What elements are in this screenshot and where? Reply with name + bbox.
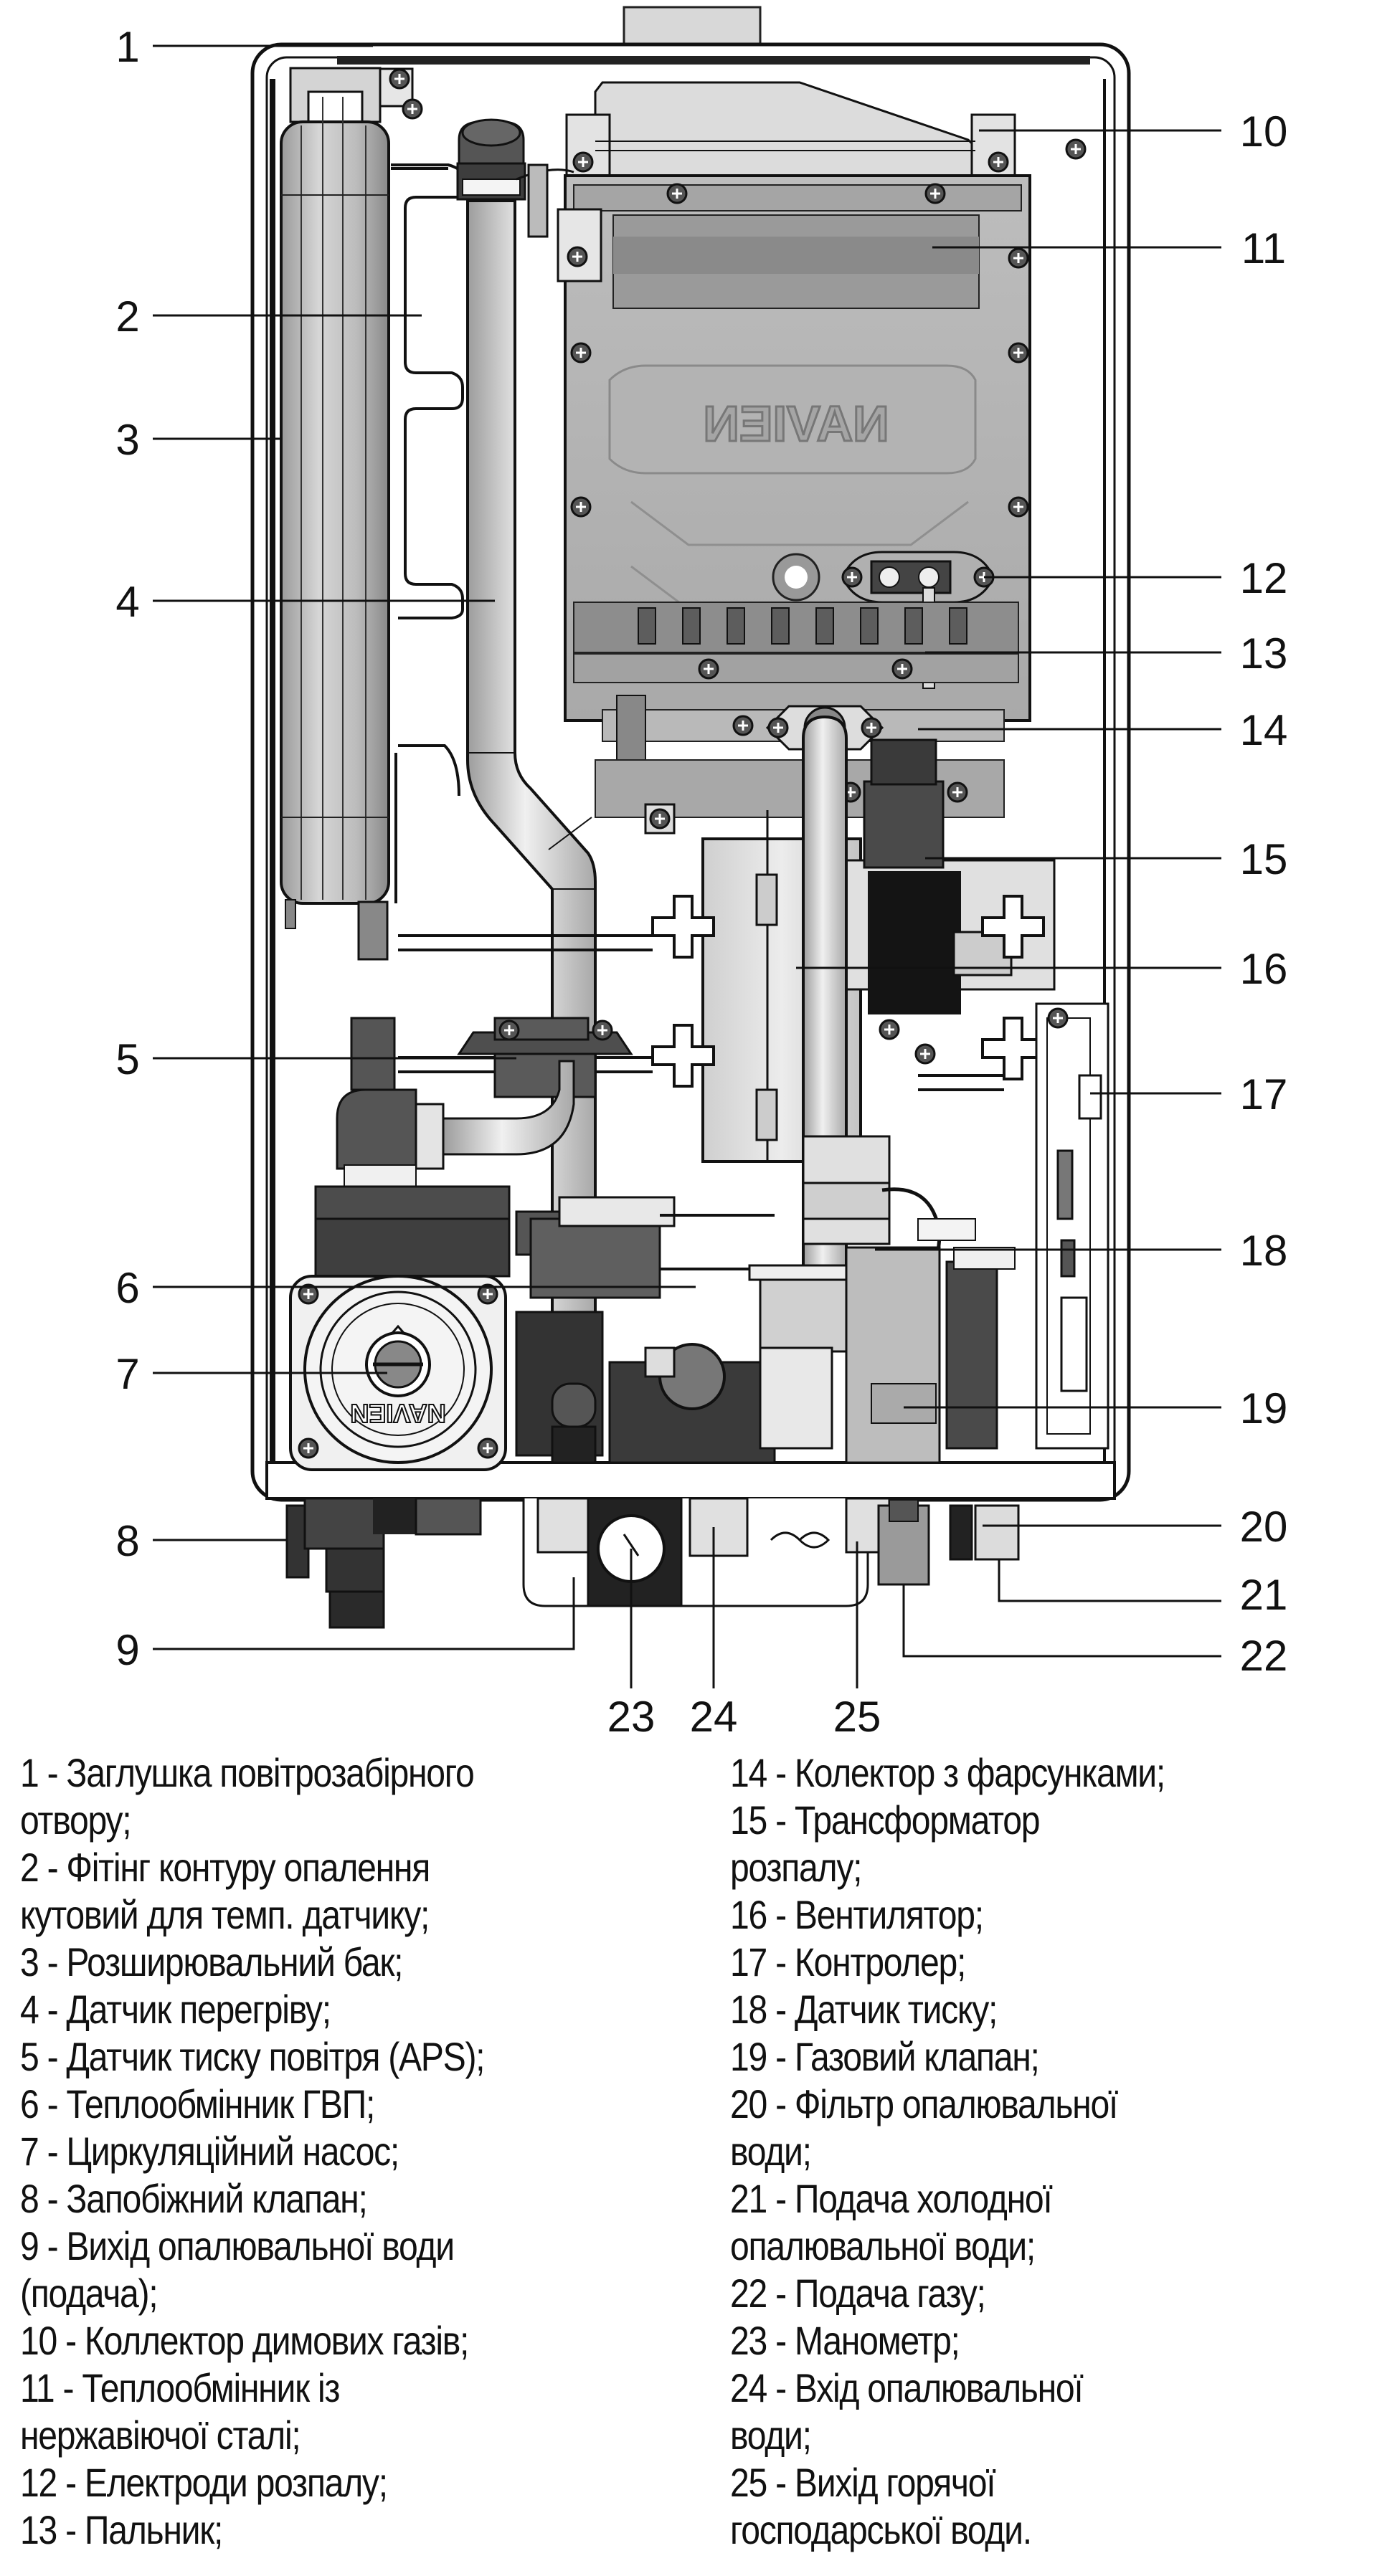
circulation-pump: NAVIEN — [289, 1275, 507, 1471]
callout-22: 22 — [1240, 1632, 1288, 1680]
callout-13: 13 — [1240, 629, 1288, 678]
callout-20: 20 — [1240, 1503, 1288, 1551]
legend-item-3: 3 - Розширювальний бак; — [20, 1939, 403, 1985]
callout-24: 24 — [690, 1693, 738, 1735]
callout-25: 25 — [833, 1693, 881, 1735]
bypass-connection — [336, 1017, 575, 1187]
callout-4: 4 — [115, 578, 139, 626]
legend-item-24: 24 - Вхід опалювальної води; — [730, 2365, 1084, 2458]
navien-logo: NAVIEN — [703, 396, 889, 452]
callout-9: 9 — [115, 1626, 139, 1674]
callout-12: 12 — [1240, 554, 1288, 602]
heat-exchanger: NAVIEN — [557, 174, 1031, 818]
pressure-sensor-assembly — [802, 1135, 976, 1300]
legend-item-5: 5 - Датчик тиску повітря (APS); — [20, 2034, 486, 2079]
legend-item-21: 21 - Подача холодної опалювальної води; — [730, 2176, 1053, 2268]
callout-8: 8 — [115, 1517, 139, 1565]
legend-item-2: 2 - Фітінг контуру опалення кутовий для … — [20, 1845, 430, 1937]
callout-1: 1 — [115, 23, 139, 71]
legend-column-right: 14 - Колектор з фарсунками; 15 - Трансфо… — [730, 1749, 1361, 2554]
controller — [1035, 1002, 1109, 1450]
legend-item-25: 25 - Вихід горячої господарської води. — [730, 2460, 1032, 2552]
air-pressure-switch — [457, 1017, 633, 1098]
legend-item-12: 12 - Електроди розпалу; — [20, 2460, 388, 2505]
callout-14: 14 — [1240, 706, 1288, 754]
legend-item-14: 14 - Колектор з фарсунками; — [730, 1750, 1165, 1795]
legend-item-10: 10 - Коллектор димових газів; — [20, 2318, 469, 2363]
legend-column-left: 1 - Заглушка повітрозабірного отвору; 2 … — [20, 1749, 730, 2554]
callout-15: 15 — [1240, 835, 1288, 883]
heating-tubes — [391, 163, 468, 903]
callout-18: 18 — [1240, 1227, 1288, 1275]
legend-item-18: 18 - Датчик тиску; — [730, 1987, 998, 2032]
callout-23: 23 — [607, 1693, 656, 1735]
callout-21: 21 — [1240, 1571, 1288, 1619]
callout-16: 16 — [1240, 945, 1288, 993]
legend-item-13: 13 - Пальник; — [20, 2507, 223, 2552]
legend-item-8: 8 - Запобіжний клапан; — [20, 2176, 368, 2221]
legend-item-19: 19 - Газовий клапан; — [730, 2034, 1040, 2079]
callout-numbers: 1 2 3 4 5 6 7 8 9 10 11 12 13 14 15 16 1… — [115, 23, 1287, 1735]
boiler-diagram: NAVIEN — [115, 6, 1287, 1735]
legend-item-23: 23 - Манометр; — [730, 2318, 960, 2363]
legend-item-20: 20 - Фільтр опалювальної води; — [730, 2081, 1118, 2174]
legend-item-4: 4 - Датчик перегріву; — [20, 1987, 331, 2032]
callout-5: 5 — [115, 1035, 139, 1083]
callout-19: 19 — [1240, 1384, 1288, 1432]
legend-item-16: 16 - Вентилятор; — [730, 1892, 984, 1937]
callout-7: 7 — [115, 1350, 139, 1398]
legend-item-17: 17 - Контролер; — [730, 1939, 966, 1985]
legend-item-9: 9 - Вихід опалювальної води (подача); — [20, 2223, 455, 2316]
leader-lines — [153, 44, 1221, 1688]
callout-2: 2 — [115, 293, 139, 341]
component-legend: 1 - Заглушка повітрозабірного отвору; 2 … — [20, 1749, 1368, 2554]
hydraulic-group — [515, 1311, 776, 1464]
pump-navien-logo: NAVIEN — [350, 1399, 445, 1428]
flue-gas-collector — [565, 81, 1087, 181]
bottom-connections — [285, 1497, 1020, 1629]
legend-item-1: 1 - Заглушка повітрозабірного отвору; — [20, 1750, 475, 1843]
callout-6: 6 — [115, 1264, 139, 1312]
dhw-heat-exchanger — [314, 1185, 775, 1299]
ignition-transformer — [840, 738, 968, 869]
callout-11: 11 — [1241, 224, 1286, 272]
legend-item-15: 15 - Трансформатор розпалу; — [730, 1797, 1041, 1890]
legend-item-11: 11 - Теплообмінник із нержавіючої сталі; — [20, 2365, 340, 2458]
legend-item-6: 6 - Теплообмінник ГВП; — [20, 2081, 375, 2126]
legend-item-22: 22 - Подача газу; — [730, 2271, 986, 2316]
expansion-tank — [280, 67, 423, 961]
callout-10: 10 — [1240, 108, 1288, 156]
cable-clips — [651, 895, 1045, 1088]
legend-item-7: 7 - Циркуляційний насос; — [20, 2129, 399, 2174]
callout-3: 3 — [115, 416, 139, 464]
callout-17: 17 — [1240, 1070, 1288, 1118]
gas-valve — [748, 1246, 1016, 1464]
